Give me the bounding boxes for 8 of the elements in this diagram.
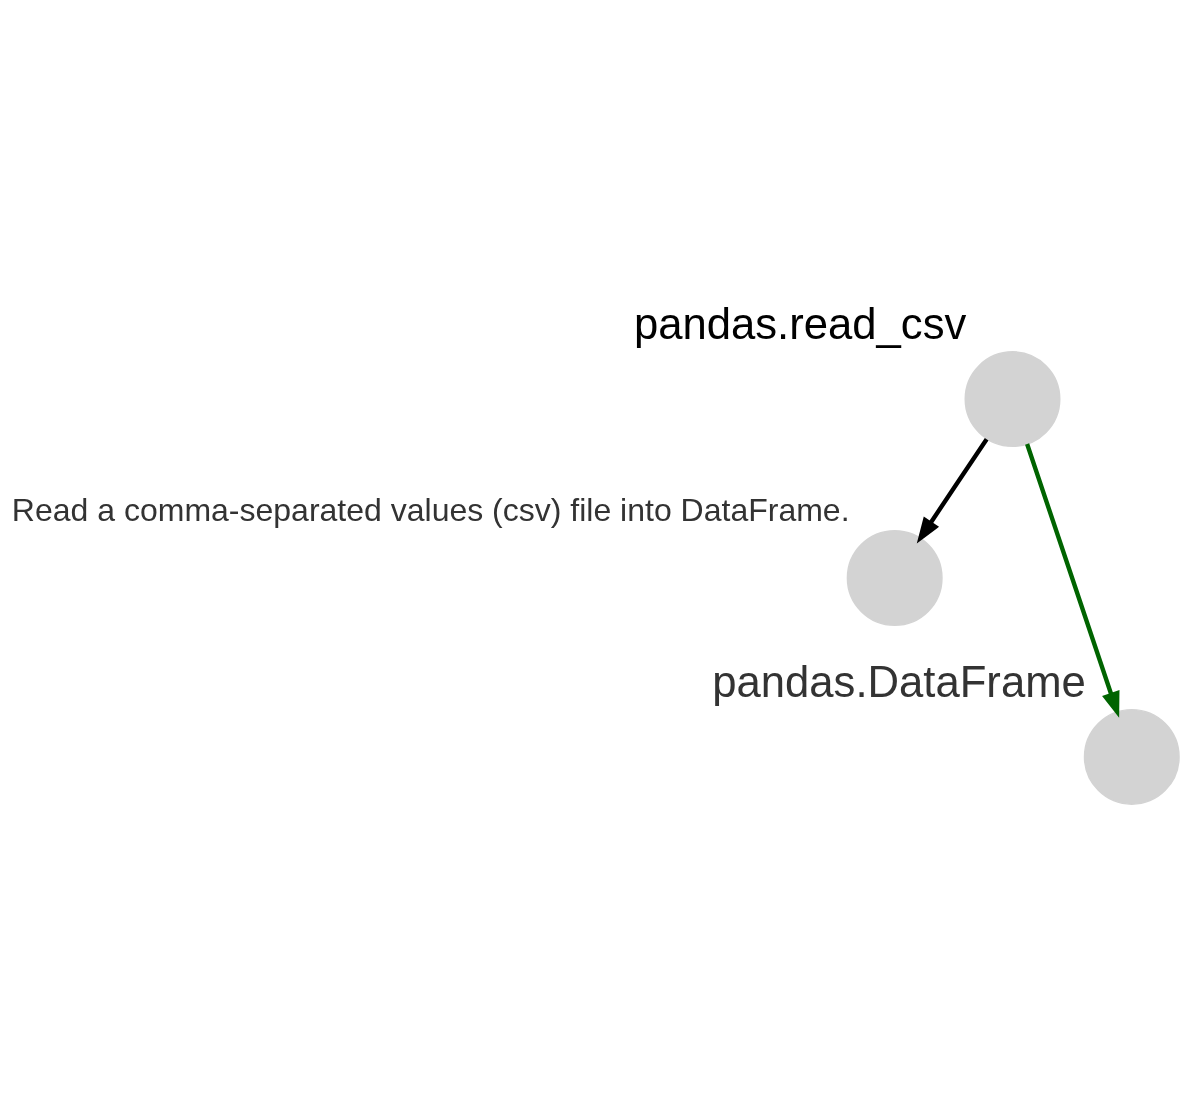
node-label: pandas.DataFrame [712,657,1086,706]
arrow [1025,443,1120,718]
node-label: pandas.read_csv [634,299,967,348]
node-circle [846,530,943,626]
arrow [916,437,989,544]
node-circle [964,351,1061,448]
node-label: Read a comma-separated values (csv) file into DataFrame. [11,492,850,529]
node-circle [1083,708,1180,805]
